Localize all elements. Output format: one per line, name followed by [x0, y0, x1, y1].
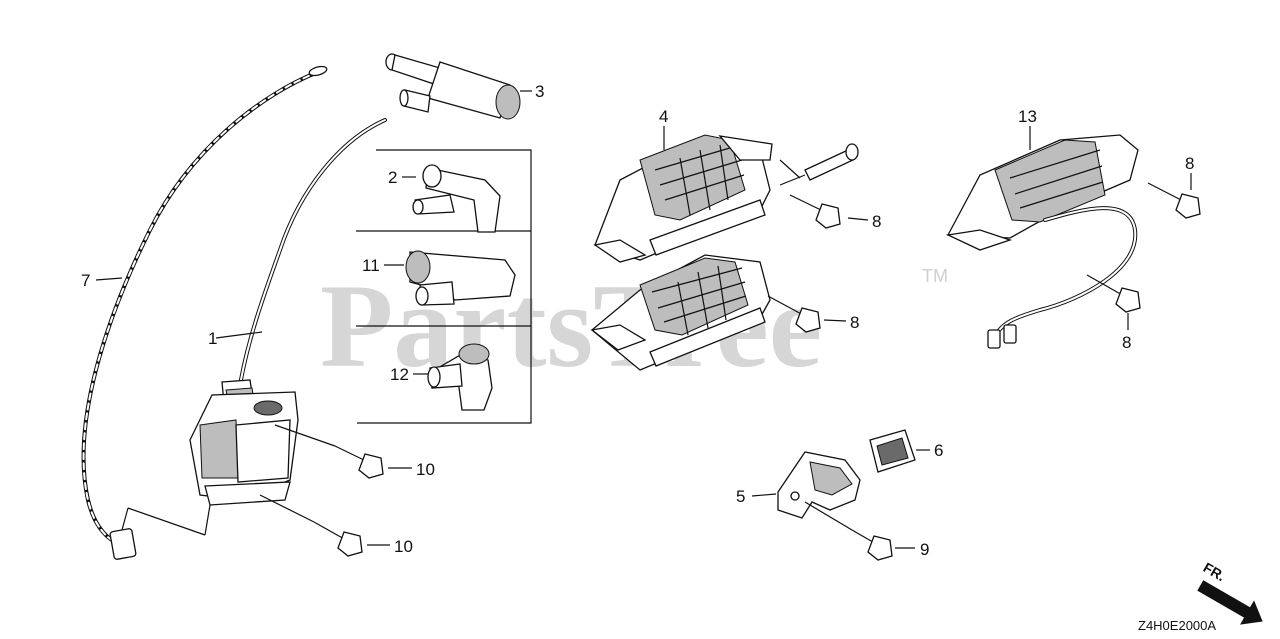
charge-coil-13-icon[interactable] [945, 134, 1139, 349]
diagram-code: Z4H0E2000A [1138, 618, 1216, 633]
callout-13: 13 [1018, 107, 1037, 126]
callout-8a: 8 [872, 212, 881, 231]
cap-variants-inset [356, 149, 532, 424]
bolt-8a-icon[interactable] [789, 194, 841, 229]
ground-wire-icon[interactable] [81, 65, 328, 560]
callout-10b: 10 [394, 537, 413, 556]
grommet-icon[interactable] [869, 429, 916, 473]
spark-plug-cap-11-icon[interactable] [384, 250, 516, 306]
bolt-10a-icon[interactable] [334, 445, 384, 479]
callout-6: 6 [934, 441, 943, 460]
callout-5: 5 [736, 487, 745, 506]
connector-icon[interactable] [779, 143, 859, 186]
callout-8b: 8 [850, 313, 859, 332]
callouts: 1 2 3 4 5 6 7 8 8 8 8 9 10 10 11 12 13 [81, 82, 1194, 559]
bracket-icon[interactable] [777, 451, 861, 519]
callout-11: 11 [362, 256, 380, 275]
spark-plug-cap-12-icon[interactable] [413, 343, 493, 411]
callout-8d: 8 [1122, 333, 1131, 352]
spark-plug-cap-icon[interactable] [385, 53, 532, 120]
front-label: FR. [1201, 559, 1229, 584]
ignition-coil-icon[interactable] [189, 118, 387, 506]
callout-9: 9 [920, 540, 929, 559]
charge-coil-icon[interactable] [593, 134, 773, 263]
bolt-9-icon[interactable] [851, 529, 893, 561]
bolt-8c-icon[interactable] [1147, 182, 1201, 219]
callout-7: 7 [81, 271, 90, 290]
bolt-8b-icon[interactable] [767, 295, 821, 333]
spark-plug-cap-2-icon[interactable] [402, 164, 501, 233]
bolt-8d-icon[interactable] [1086, 274, 1141, 313]
callout-3: 3 [535, 82, 544, 101]
bolt-10b-icon[interactable] [313, 521, 363, 557]
callout-2: 2 [388, 168, 397, 187]
callout-10a: 10 [416, 460, 435, 479]
callout-1: 1 [208, 329, 217, 348]
leader-lines [95, 126, 1192, 549]
charge-coil-lower-icon[interactable] [590, 254, 771, 371]
callout-4: 4 [659, 107, 668, 126]
callout-12: 12 [390, 365, 409, 384]
callout-8c: 8 [1185, 154, 1194, 173]
watermark-trademark: TM [922, 266, 948, 286]
